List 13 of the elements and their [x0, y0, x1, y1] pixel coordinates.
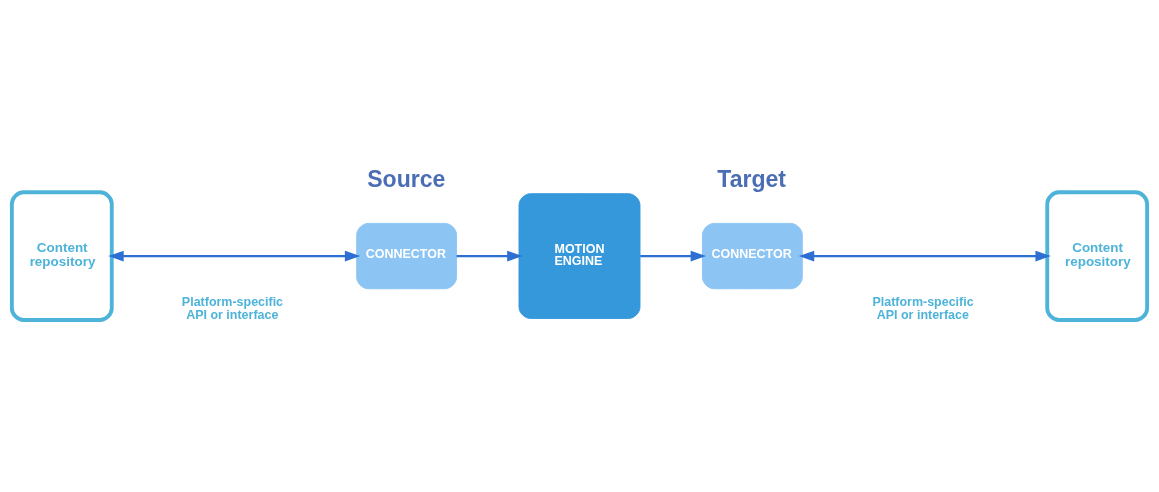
label: Platform-specific API or interface [181, 295, 284, 322]
label: Platform-specific API or interface [872, 295, 974, 322]
label: Source [367, 166, 446, 193]
arrow [798, 250, 1051, 262]
node-box: MOTION ENGINE [518, 193, 641, 319]
label: Target [717, 166, 787, 193]
node-box: Content repository [9, 190, 114, 322]
node-box: Content repository [1045, 190, 1150, 322]
arrow [640, 250, 707, 262]
node-box: CONNECTOR [356, 222, 458, 290]
arrow [108, 250, 361, 262]
node-box: CONNECTOR [701, 222, 803, 290]
arrow [456, 250, 523, 262]
